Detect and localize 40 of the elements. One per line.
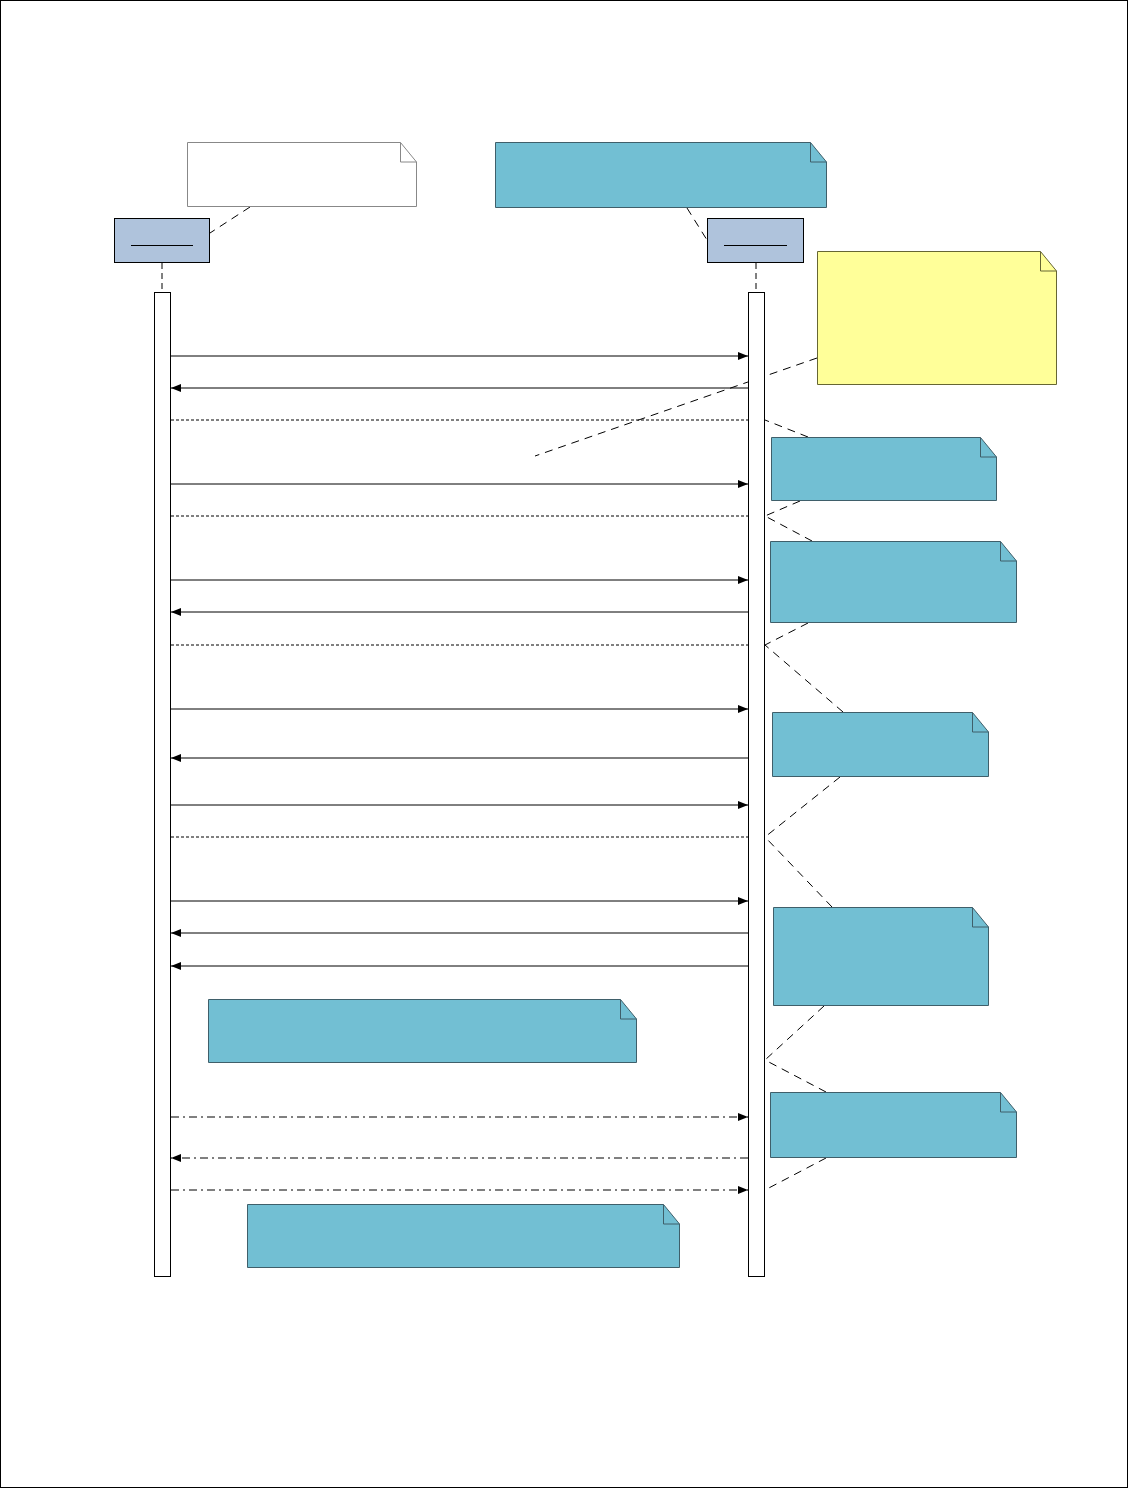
note-shape xyxy=(187,142,417,207)
note-shape xyxy=(208,999,637,1063)
leader-line xyxy=(764,500,801,517)
message-arrow xyxy=(170,705,749,713)
lifeline-head xyxy=(114,218,210,263)
leader-line xyxy=(686,207,708,241)
message-arrow xyxy=(170,801,749,809)
divider-line xyxy=(170,515,749,517)
message-arrow xyxy=(170,962,749,970)
message-arrow xyxy=(170,897,749,905)
divider-line xyxy=(170,644,749,646)
divider-line xyxy=(170,419,749,421)
note-shape xyxy=(817,251,1057,385)
note-shape xyxy=(247,1204,680,1268)
message-arrow xyxy=(170,352,749,360)
message-arrow xyxy=(170,384,749,392)
note-shape xyxy=(770,541,1017,623)
message-arrow xyxy=(170,1113,749,1121)
message-arrow xyxy=(170,480,749,488)
leader-line xyxy=(764,644,844,713)
note-shape xyxy=(495,142,827,208)
message-arrow xyxy=(170,1186,749,1194)
message-arrow xyxy=(170,1154,749,1162)
note-shape xyxy=(773,907,989,1006)
message-arrow xyxy=(170,576,749,584)
activation-bar xyxy=(748,292,765,1277)
note-shape xyxy=(771,437,997,501)
message-arrow xyxy=(170,929,749,937)
leader-line xyxy=(209,206,251,234)
note-shape xyxy=(770,1092,1017,1158)
leader-line xyxy=(764,1005,825,1061)
lifeline-head xyxy=(707,218,804,263)
message-arrow xyxy=(170,754,749,762)
leader-line xyxy=(764,622,809,646)
leader-line xyxy=(534,357,818,457)
activation-bar xyxy=(154,292,171,1277)
divider-line xyxy=(170,836,749,838)
leader-line xyxy=(764,419,809,438)
note-shape xyxy=(772,712,989,777)
message-arrow xyxy=(170,608,749,616)
